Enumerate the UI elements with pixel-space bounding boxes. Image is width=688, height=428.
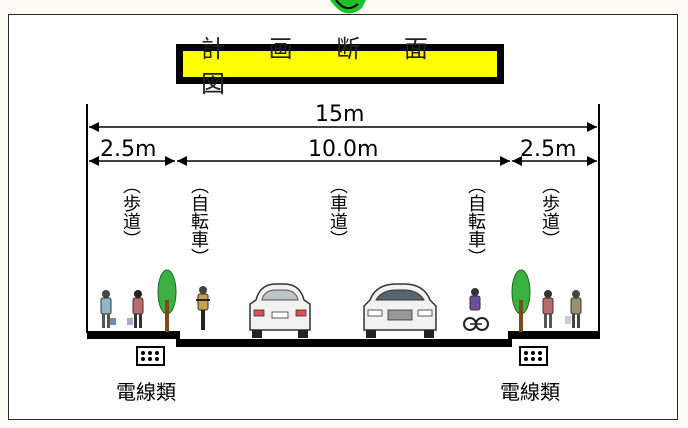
cyclist-icon — [463, 288, 489, 331]
lane-label-sidewalk-left: （歩道） — [120, 176, 141, 248]
tree-icon — [157, 269, 177, 332]
total-width-label: 15m — [315, 102, 365, 127]
roadway-arrow — [177, 156, 510, 166]
pedestrian-icon — [100, 290, 116, 328]
road-surface — [87, 331, 600, 347]
cyclist-icon — [196, 286, 210, 330]
car-icon — [363, 283, 437, 338]
total-width-arrow — [89, 122, 597, 132]
utility-label-right: 電線類 — [500, 380, 560, 404]
diagram-title: 計 画 断 面 図 — [182, 35, 498, 98]
conduit-icon — [136, 346, 165, 366]
conduit-icon — [519, 346, 548, 366]
lane-label-bike-left: （自転車） — [188, 176, 209, 266]
title-box: 計 画 断 面 図 — [176, 35, 504, 98]
lane-label-sidewalk-right: （歩道） — [539, 176, 560, 248]
right-sidewalk-width-label: 2.5m — [520, 137, 577, 162]
pedestrian-icon — [127, 290, 144, 328]
pedestrian-icon — [542, 290, 554, 328]
lane-label-roadway: （車道） — [327, 176, 348, 248]
logo-fragment — [330, 0, 366, 14]
tree-icon — [511, 269, 531, 332]
roadway-width-label: 10.0m — [308, 137, 379, 162]
lane-label-bike-right: （自転車） — [465, 176, 486, 266]
pedestrian-icon — [565, 290, 582, 328]
car-icon — [249, 283, 311, 338]
left-sidewalk-width-label: 2.5m — [100, 137, 157, 162]
utility-label-left: 電線類 — [116, 380, 176, 404]
left-sidewalk-arrow — [89, 156, 175, 166]
right-sidewalk-arrow — [512, 156, 597, 166]
